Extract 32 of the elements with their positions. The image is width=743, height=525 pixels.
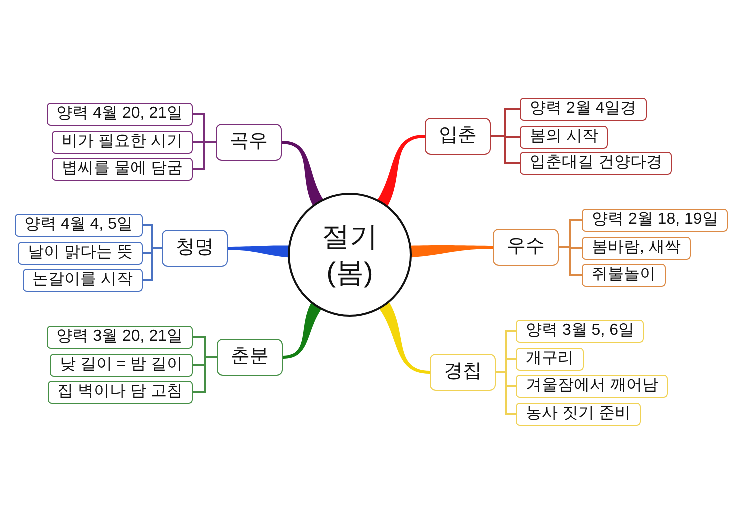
- branch-line: [283, 302, 322, 359]
- branch-box: 우수: [493, 229, 559, 266]
- branch-box: 입춘: [425, 118, 491, 155]
- note-box: 양력 3월 20, 21일: [46, 326, 193, 349]
- note-box: 겨울잠에서 깨어남: [516, 375, 668, 398]
- note-box: 양력 2월 4일경: [520, 98, 647, 121]
- note-box: 봄바람, 새싹: [582, 237, 691, 260]
- branch-box: 춘분: [217, 339, 283, 376]
- note-box: 날이 맑다는 뜻: [18, 242, 143, 265]
- note-box: 양력 3월 5, 6일: [516, 320, 644, 343]
- branch-line: [282, 141, 324, 207]
- branch-box: 청명: [162, 230, 228, 267]
- branch-line: [228, 246, 290, 258]
- note-box: 개구리: [516, 348, 584, 371]
- note-box: 농사 짓기 준비: [516, 403, 641, 426]
- branch-line: [377, 135, 425, 208]
- note-box: 논갈이를 시작: [22, 269, 143, 292]
- branch-box: 곡우: [216, 124, 282, 161]
- branch-box: 경칩: [430, 354, 496, 391]
- note-box: 양력 4월 4, 5일: [14, 214, 143, 237]
- note-box: 양력 2월 18, 19일: [582, 209, 728, 232]
- note-box: 봄의 시작: [520, 126, 608, 149]
- note-box: 비가 필요한 시기: [52, 131, 193, 154]
- note-box: 양력 4월 20, 21일: [46, 103, 193, 126]
- branch-line: [378, 301, 430, 374]
- note-box: 쥐불놀이: [582, 264, 666, 287]
- note-box: 집 벽이나 담 고침: [48, 381, 193, 404]
- note-box: 낮 길이 = 밤 길이: [50, 354, 193, 377]
- note-box: 입춘대길 건양다경: [520, 152, 672, 175]
- note-box: 볍씨를 물에 담굼: [52, 158, 193, 181]
- topic-circle: 절기 (봄): [288, 193, 412, 317]
- branch-line: [410, 246, 493, 258]
